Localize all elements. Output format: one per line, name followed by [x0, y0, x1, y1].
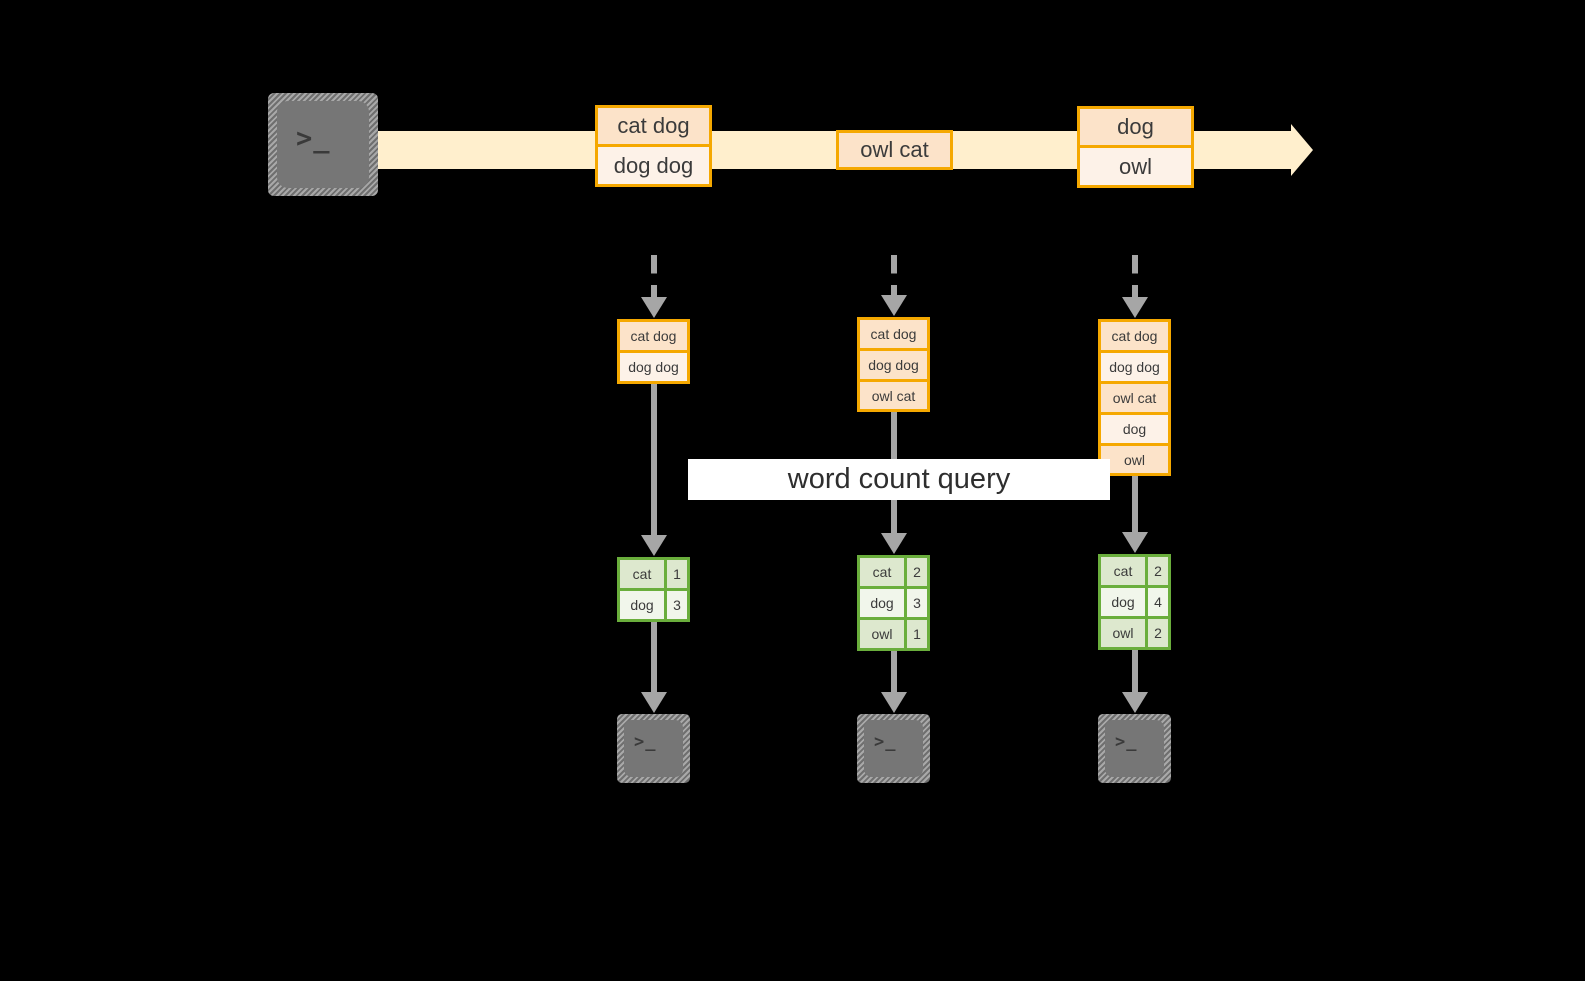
result-word-cell: dog: [1101, 588, 1148, 616]
terminal-prompt-glyph: >_: [296, 123, 331, 154]
result-table-row: cat 2: [860, 558, 927, 589]
sink-connector-arrowhead: [641, 692, 667, 713]
result-count-cell: 4: [1148, 588, 1168, 616]
result-count-cell: 2: [907, 558, 927, 586]
sink-connector: [891, 651, 897, 697]
stream-record-line: dog dog: [598, 147, 709, 184]
result-word-cell: cat: [620, 560, 667, 588]
result-table: cat 2 dog 3 owl 1: [857, 555, 930, 651]
result-table: cat 2 dog 4 owl 2: [1098, 554, 1171, 650]
input-table-row: dog dog: [620, 353, 687, 381]
query-connector-arrowhead: [641, 535, 667, 556]
input-table: cat dog dog dog owl cat dog owl: [1098, 319, 1171, 476]
input-table-row: cat dog: [620, 322, 687, 353]
result-table: cat 1 dog 3: [617, 557, 690, 622]
result-count-cell: 1: [667, 560, 687, 588]
input-table-row: dog: [1101, 415, 1168, 446]
query-connector-arrowhead: [881, 533, 907, 554]
result-table-row: cat 1: [620, 560, 687, 591]
input-table-row: owl cat: [860, 382, 927, 409]
result-word-cell: dog: [620, 591, 667, 619]
result-table-row: owl 2: [1101, 619, 1168, 647]
sink-connector-arrowhead: [881, 692, 907, 713]
stream-record-line: cat dog: [598, 108, 709, 147]
result-count-cell: 2: [1148, 557, 1168, 585]
stream-record: owl cat: [836, 130, 953, 170]
input-table-row: owl: [1101, 446, 1168, 473]
stream-record: cat dog dog dog: [595, 105, 712, 187]
result-count-cell: 3: [667, 591, 687, 619]
result-word-cell: dog: [860, 589, 907, 617]
terminal-prompt-glyph: >_: [634, 732, 657, 752]
sink-connector-arrowhead: [1122, 692, 1148, 713]
sink-connector: [651, 622, 657, 697]
stream-record: dog owl: [1077, 106, 1194, 188]
query-label: word count query: [688, 459, 1110, 500]
query-connector: [651, 384, 657, 545]
stream-record-line: owl cat: [839, 133, 950, 167]
result-count-cell: 1: [907, 620, 927, 648]
input-table-row: dog dog: [860, 351, 927, 382]
stream-tap-arrowhead: [881, 295, 907, 316]
sink-terminal-icon: >_: [617, 714, 690, 783]
result-count-cell: 3: [907, 589, 927, 617]
input-table-row: cat dog: [860, 320, 927, 351]
result-count-cell: 2: [1148, 619, 1168, 647]
sink-terminal-icon: >_: [857, 714, 930, 783]
source-terminal-icon: >_: [268, 93, 378, 196]
result-word-cell: cat: [860, 558, 907, 586]
result-table-row: owl 1: [860, 620, 927, 648]
query-connector-arrowhead: [1122, 532, 1148, 553]
input-table: cat dog dog dog owl cat: [857, 317, 930, 412]
sink-terminal-icon: >_: [1098, 714, 1171, 783]
sink-connector: [1132, 650, 1138, 697]
query-connector: [1132, 476, 1138, 543]
stream-record-line: owl: [1080, 148, 1191, 185]
terminal-prompt-glyph: >_: [874, 732, 897, 752]
input-table-row: owl cat: [1101, 384, 1168, 415]
stream-arrowhead: [1291, 124, 1316, 176]
stream-tap-arrowhead: [1122, 297, 1148, 318]
result-word-cell: owl: [1101, 619, 1148, 647]
stream-record-line: dog: [1080, 109, 1191, 148]
input-table-row: cat dog: [1101, 322, 1168, 353]
terminal-prompt-glyph: >_: [1115, 732, 1138, 752]
stream-tap-connector: [1132, 255, 1138, 301]
result-table-row: dog 3: [620, 591, 687, 619]
stream-tap-arrowhead: [641, 297, 667, 318]
input-table: cat dog dog dog: [617, 319, 690, 384]
result-table-row: cat 2: [1101, 557, 1168, 588]
stream-tap-connector: [891, 255, 897, 299]
result-word-cell: owl: [860, 620, 907, 648]
result-word-cell: cat: [1101, 557, 1148, 585]
input-table-row: dog dog: [1101, 353, 1168, 384]
result-table-row: dog 3: [860, 589, 927, 620]
result-table-row: dog 4: [1101, 588, 1168, 619]
stream-tap-connector: [651, 255, 657, 301]
